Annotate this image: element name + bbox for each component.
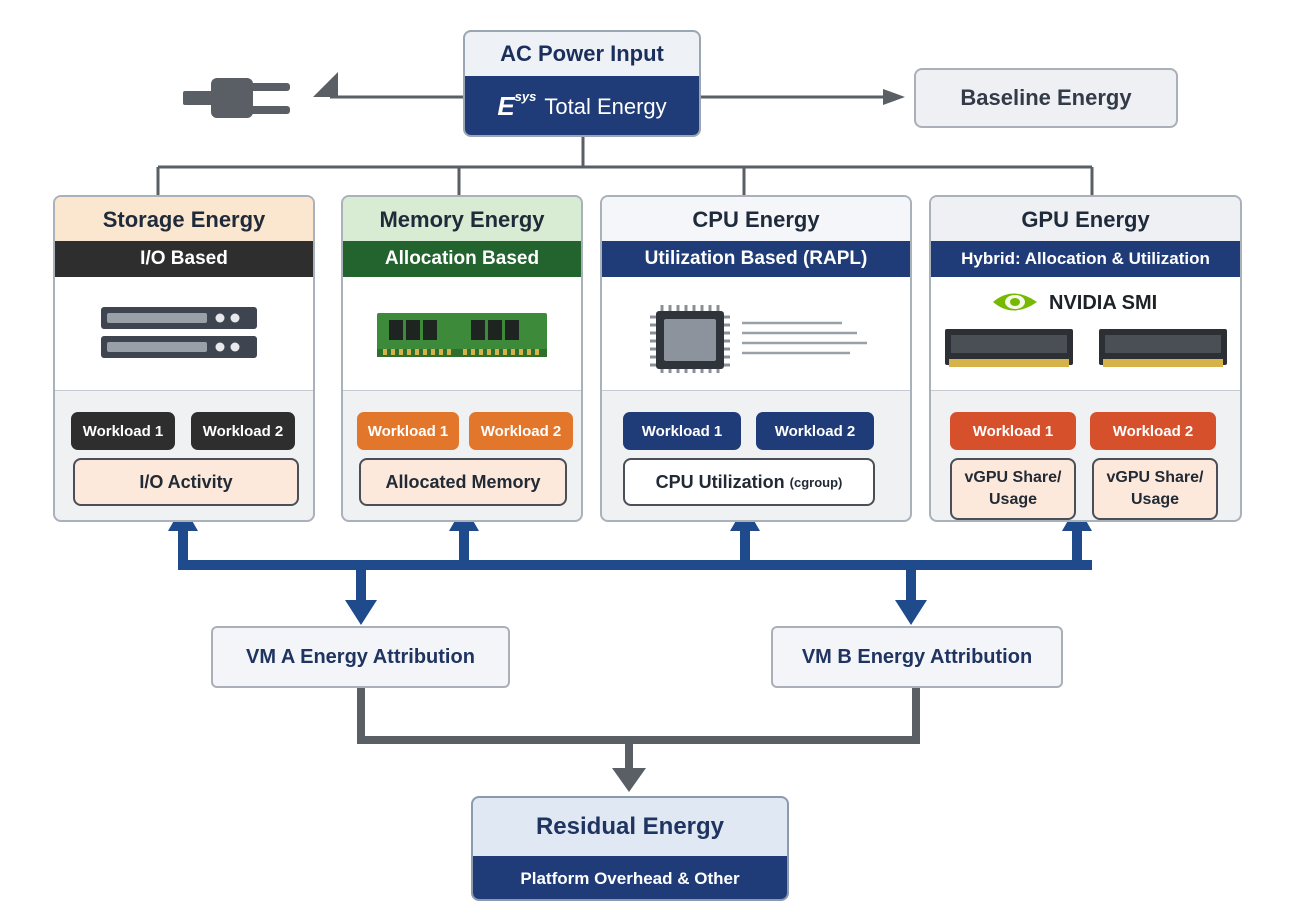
residual-energy-title: Residual Energy (535, 813, 725, 840)
cpu-utilization-label: CPU Utilization (655, 471, 785, 492)
baseline-arrowhead (883, 89, 905, 105)
cpu-workload-1: Workload 1 (623, 412, 741, 450)
memory-method-band: Allocation Based (343, 241, 581, 277)
storage-energy-title: Storage Energy (55, 197, 313, 241)
nvidia-smi-label: NVIDIA SMI (1049, 292, 1158, 314)
allocated-memory-box: Allocated Memory (359, 458, 567, 506)
cpu-method-band: Utilization Based (RAPL) (602, 241, 910, 277)
memory-energy-card: Memory Energy Allocation Based Workload … (341, 195, 583, 522)
residual-arrowhead (612, 768, 646, 792)
memory-workload-2: Workload 2 (469, 412, 573, 450)
energy-symbol: Esys (497, 89, 537, 121)
memory-workloads: Workload 1 Workload 2 (357, 412, 573, 450)
ac-power-title: AC Power Input (500, 41, 664, 66)
baseline-energy-box: Baseline Energy (914, 68, 1178, 128)
total-energy-bar: Esys Total Energy (465, 76, 699, 135)
gpu-energy-title: GPU Energy (931, 197, 1240, 241)
vgpu-share-box-1: vGPU Share/ Usage (950, 458, 1076, 520)
vm-a-attribution-box: VM A Energy Attribution (211, 626, 510, 688)
residual-merge (357, 688, 920, 770)
vgpu-share-box-2: vGPU Share/ Usage (1092, 458, 1218, 520)
cpu-energy-card: CPU Energy Utilization Based (RAPL) Work… (600, 195, 912, 522)
vm-b-attribution-label: VM B Energy Attribution (801, 645, 1033, 668)
storage-workloads: Workload 1 Workload 2 (71, 412, 295, 450)
storage-method-band: I/O Based (55, 241, 313, 277)
total-energy-label: Total Energy (544, 93, 667, 119)
ram-module-icon (377, 313, 547, 357)
plug-arrowhead (313, 72, 338, 97)
gpu-workloads: Workload 1 Workload 2 (950, 412, 1216, 450)
distribution-tree (156, 137, 1094, 197)
attribution-bus (168, 505, 1092, 625)
cpu-workload-2: Workload 2 (756, 412, 874, 450)
vm-b-attribution-box: VM B Energy Attribution (771, 626, 1063, 688)
cpu-utilization-box: CPU Utilization (cgroup) (623, 458, 875, 506)
memory-energy-title: Memory Energy (343, 197, 581, 241)
gpu-workload-1: Workload 1 (950, 412, 1076, 450)
cpu-workloads: Workload 1 Workload 2 (623, 412, 874, 450)
cpu-icon-area (602, 277, 910, 391)
vm-a-attribution-label: VM A Energy Attribution (246, 645, 475, 668)
nvidia-logo-icon (993, 293, 1037, 311)
cpu-chip-icon (650, 305, 867, 373)
cgroup-label: (cgroup) (789, 474, 843, 490)
storage-server-icon (101, 307, 257, 358)
gpu-workload-2: Workload 2 (1090, 412, 1216, 450)
gpu-cards-icon (945, 329, 1227, 367)
cpu-energy-title: CPU Energy (602, 197, 910, 241)
ac-power-input-box: AC Power Input Esys Total Energy (463, 30, 701, 137)
io-activity-box: I/O Activity (73, 458, 299, 506)
platform-overhead-bar: Platform Overhead & Other (473, 856, 787, 899)
residual-energy-box: Residual Energy Platform Overhead & Othe… (471, 796, 789, 901)
gpu-method-band: Hybrid: Allocation & Utilization (931, 241, 1240, 277)
storage-workload-1: Workload 1 (71, 412, 175, 450)
power-plug-icon (183, 78, 290, 118)
storage-icon-area (55, 277, 313, 391)
gpu-energy-card: GPU Energy Hybrid: Allocation & Utilizat… (929, 195, 1242, 522)
storage-energy-card: Storage Energy I/O Based Workload 1 Work… (53, 195, 315, 522)
storage-workload-2: Workload 2 (191, 412, 295, 450)
memory-icon-area (343, 277, 581, 391)
memory-workload-1: Workload 1 (357, 412, 459, 450)
baseline-energy-label: Baseline Energy (960, 85, 1132, 110)
gpu-icon-area: NVIDIA SMI (931, 277, 1240, 391)
